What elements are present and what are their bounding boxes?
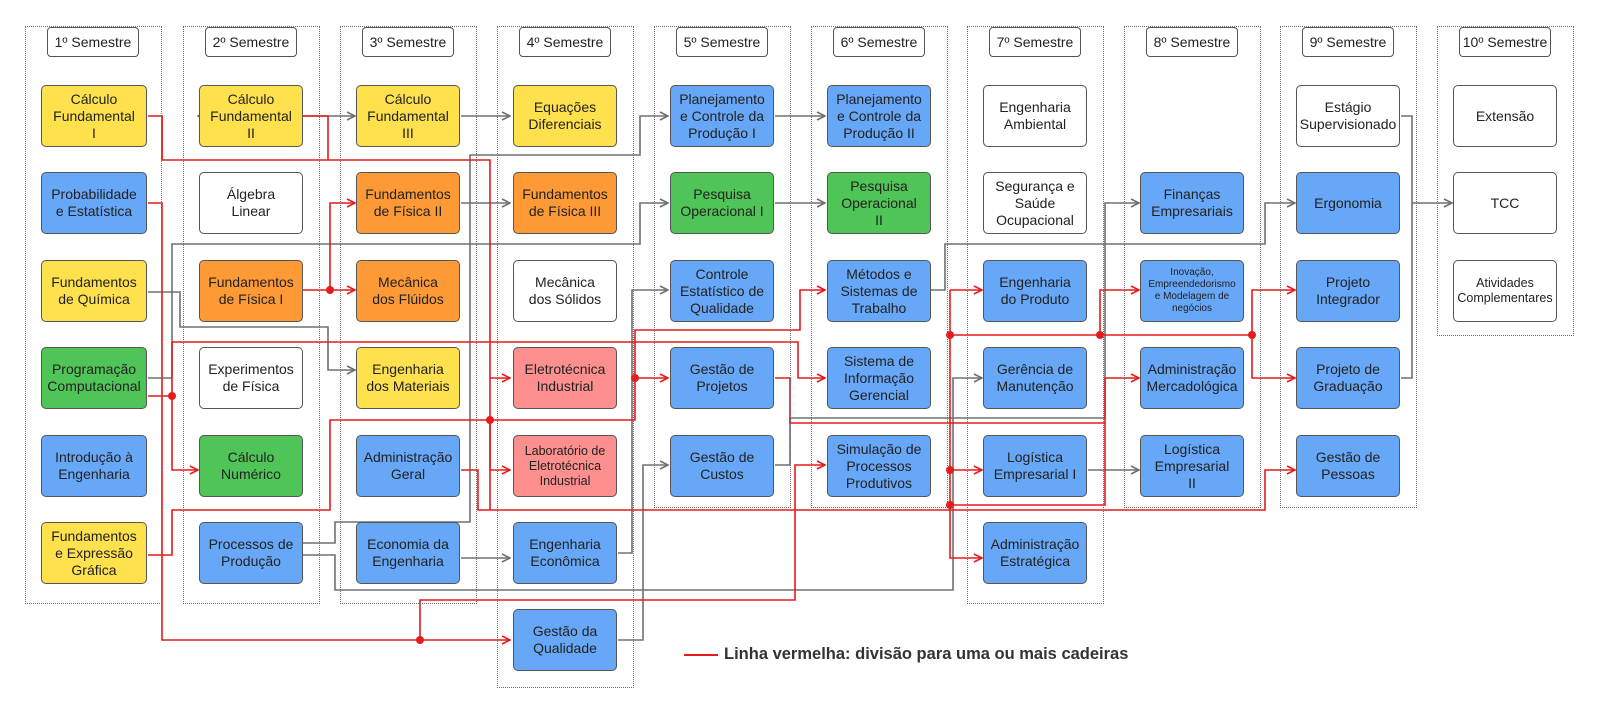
semester-header: 10º Semestre xyxy=(1459,27,1551,57)
legend-text: Linha vermelha: divisão para uma ou mais… xyxy=(724,645,1129,663)
legend: Linha vermelha: divisão para uma ou mais… xyxy=(684,645,1128,664)
course-administracao-estrategica: Administração Estratégica xyxy=(983,522,1087,584)
course-fundamentos-fisica-3: Fundamentos de Física III xyxy=(513,172,617,234)
course-calculo-fundamental-3: Cálculo Fundamental III xyxy=(356,85,460,147)
course-sistema-informacao-gerencial: Sistema de Informação Gerencial xyxy=(827,347,931,409)
course-eletrotecnica-industrial: Eletrotécnica Industrial xyxy=(513,347,617,409)
semester-column-7 xyxy=(967,26,1104,604)
course-pcp-1: Planejamento e Controle da Produção I xyxy=(670,85,774,147)
course-logistica-empresarial-1: Logística Empresarial I xyxy=(983,435,1087,497)
course-equacoes-diferenciais: Equações Diferenciais xyxy=(513,85,617,147)
course-simulacao-processos: Simulação de Processos Produtivos xyxy=(827,435,931,497)
course-financas-empresariais: Finanças Empresariais xyxy=(1140,172,1244,234)
course-metodos-sistemas-trabalho: Métodos e Sistemas de Trabalho xyxy=(827,260,931,322)
semester-header: 4º Semestre xyxy=(519,27,611,57)
course-pesquisa-operacional-2: Pesquisa Operacional II xyxy=(827,172,931,234)
course-gestao-custos: Gestão de Custos xyxy=(670,435,774,497)
course-engenharia-ambiental: Engenharia Ambiental xyxy=(983,85,1087,147)
course-fundamentos-fisica-1: Fundamentos de Física I xyxy=(199,260,303,322)
semester-header: 6º Semestre xyxy=(833,27,925,57)
course-introducao-engenharia: Introdução à Engenharia xyxy=(41,435,147,497)
course-controle-estatistico-qualidade: Controle Estatístico de Qualidade xyxy=(670,260,774,322)
course-extensao: Extensão xyxy=(1453,85,1557,147)
course-inovacao-empreendedorismo: Inovação, Empreendedorismo e Modelagem d… xyxy=(1140,260,1244,322)
semester-header: 3º Semestre xyxy=(362,27,454,57)
course-probabilidade-estatistica: Probabilidade e Estatística xyxy=(41,172,147,234)
course-programacao-computacional: Programação Computacional xyxy=(41,347,147,409)
course-gerencia-manutencao: Gerência de Manutenção xyxy=(983,347,1087,409)
course-tcc: TCC xyxy=(1453,172,1557,234)
course-engenharia-economica: Engenharia Econômica xyxy=(513,522,617,584)
semester-header: 2º Semestre xyxy=(205,27,297,57)
semester-header: 9º Semestre xyxy=(1302,27,1394,57)
course-administracao-mercadologica: Administração Mercadológica xyxy=(1140,347,1244,409)
course-fundamentos-expressao-grafica: Fundamentos e Expressão Gráfica xyxy=(41,522,147,584)
legend-red-line-swatch xyxy=(684,653,718,656)
course-seguranca-saude: Segurança e Saúde Ocupacional xyxy=(983,172,1087,234)
course-processos-producao: Processos de Produção xyxy=(199,522,303,584)
course-administracao-geral: Administração Geral xyxy=(356,435,460,497)
course-mecanica-solidos: Mecânica dos Sólidos xyxy=(513,260,617,322)
semester-column-8 xyxy=(1124,26,1261,508)
course-engenharia-produto: Engenharia do Produto xyxy=(983,260,1087,322)
semester-column-3 xyxy=(340,26,477,604)
semester-header: 8º Semestre xyxy=(1146,27,1238,57)
course-estagio-supervisionado: Estágio Supervisionado xyxy=(1296,85,1400,147)
semester-column-6 xyxy=(811,26,948,508)
course-pesquisa-operacional-1: Pesquisa Operacional I xyxy=(670,172,774,234)
semester-header: 7º Semestre xyxy=(989,27,1081,57)
semester-header: 5º Semestre xyxy=(676,27,768,57)
course-logistica-empresarial-2: Logística Empresarial II xyxy=(1140,435,1244,497)
semester-column-1 xyxy=(25,26,162,604)
semester-column-10 xyxy=(1437,26,1574,336)
course-projeto-graduacao: Projeto de Graduação xyxy=(1296,347,1400,409)
course-gestao-qualidade: Gestão da Qualidade xyxy=(513,609,617,671)
course-gestao-projetos: Gestão de Projetos xyxy=(670,347,774,409)
course-economia-engenharia: Economia da Engenharia xyxy=(356,522,460,584)
course-mecanica-fluidos: Mecânica dos Flúidos xyxy=(356,260,460,322)
course-laboratorio-eletrotecnica: Laboratório de Eletrotécnica Industrial xyxy=(513,435,617,497)
course-engenharia-materiais: Engenharia dos Materiais xyxy=(356,347,460,409)
semester-column-9 xyxy=(1280,26,1417,508)
course-algebra-linear: Álgebra Linear xyxy=(199,172,303,234)
course-calculo-fundamental-2: Cálculo Fundamental II xyxy=(199,85,303,147)
course-calculo-numerico: Cálculo Numérico xyxy=(199,435,303,497)
course-gestao-pessoas: Gestão de Pessoas xyxy=(1296,435,1400,497)
semester-column-5 xyxy=(654,26,791,508)
semester-column-4 xyxy=(497,26,634,688)
course-experimentos-fisica: Experimentos de Física xyxy=(199,347,303,409)
course-fundamentos-quimica: Fundamentos de Química xyxy=(41,260,147,322)
semester-header: 1º Semestre xyxy=(47,27,139,57)
course-ergonomia: Ergonomia xyxy=(1296,172,1400,234)
course-projeto-integrador: Projeto Integrador xyxy=(1296,260,1400,322)
semester-column-2 xyxy=(183,26,320,604)
course-fundamentos-fisica-2: Fundamentos de Física II xyxy=(356,172,460,234)
course-pcp-2: Planejamento e Controle da Produção II xyxy=(827,85,931,147)
course-atividades-complementares: Atividades Complementares xyxy=(1453,260,1557,322)
course-calculo-fundamental-1: Cálculo Fundamental I xyxy=(41,85,147,147)
